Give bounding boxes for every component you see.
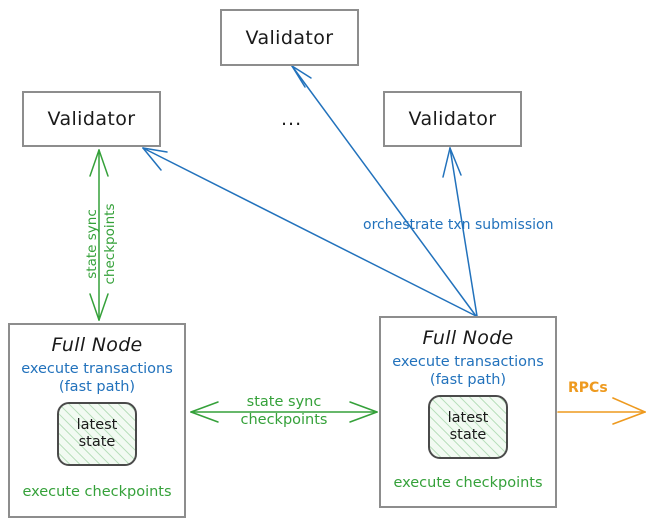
fullnode-right-blue-text: execute transactions (fast path) [392,354,544,389]
fullnode-left-blue-line-1: execute transactions [21,361,173,377]
fullnode-box-right[interactable]: Full Node execute transactions (fast pat… [379,316,557,508]
rpcs-label: RPCs [568,380,608,396]
validator-left-label: Validator [47,108,136,130]
fullnode-left-state-line-2: state [78,434,116,451]
fullnode-right-state-line-2: state [449,427,487,444]
arrow-rpcs [557,397,646,425]
fullnode-left-blue-line-2: (fast path) [58,378,136,395]
state-sync-horizontal-line-2: checkpoints [240,412,328,429]
fullnode-right-green-text: execute checkpoints [393,475,543,492]
fullnode-left-state-line-1: latest [76,416,118,433]
fullnode-right-state-line-1: latest [447,409,489,426]
validator-box-left[interactable]: Validator [22,91,161,147]
fullnode-right-latest-state-box: latest state [428,395,508,460]
fullnode-left-title: Full Node [51,334,143,356]
fullnode-box-left[interactable]: Full Node execute transactions (fast pat… [8,323,186,518]
state-sync-vertical-label-line1: state sync [84,209,100,279]
state-sync-horizontal-line-1: state sync [246,394,322,410]
fullnode-left-green-text: execute checkpoints [22,484,172,501]
fullnode-right-blue-line-1: execute transactions [392,354,544,370]
validator-right-label: Validator [408,108,497,130]
validator-top-label: Validator [245,26,334,49]
fullnode-left-latest-state-box: latest state [57,402,137,467]
validators-ellipsis: ... [281,108,303,130]
state-sync-horizontal-label: state sync checkpoints [214,393,354,429]
fullnode-right-title: Full Node [422,327,514,349]
orchestrate-txn-submission-label: orchestrate txn submission [363,217,554,233]
validator-box-right[interactable]: Validator [383,91,522,147]
state-sync-vertical-label-line2: checkpoints [102,203,118,285]
fullnode-right-blue-line-2: (fast path) [429,371,507,388]
fullnode-left-blue-text: execute transactions (fast path) [21,361,173,396]
validator-box-top[interactable]: Validator [220,9,359,66]
